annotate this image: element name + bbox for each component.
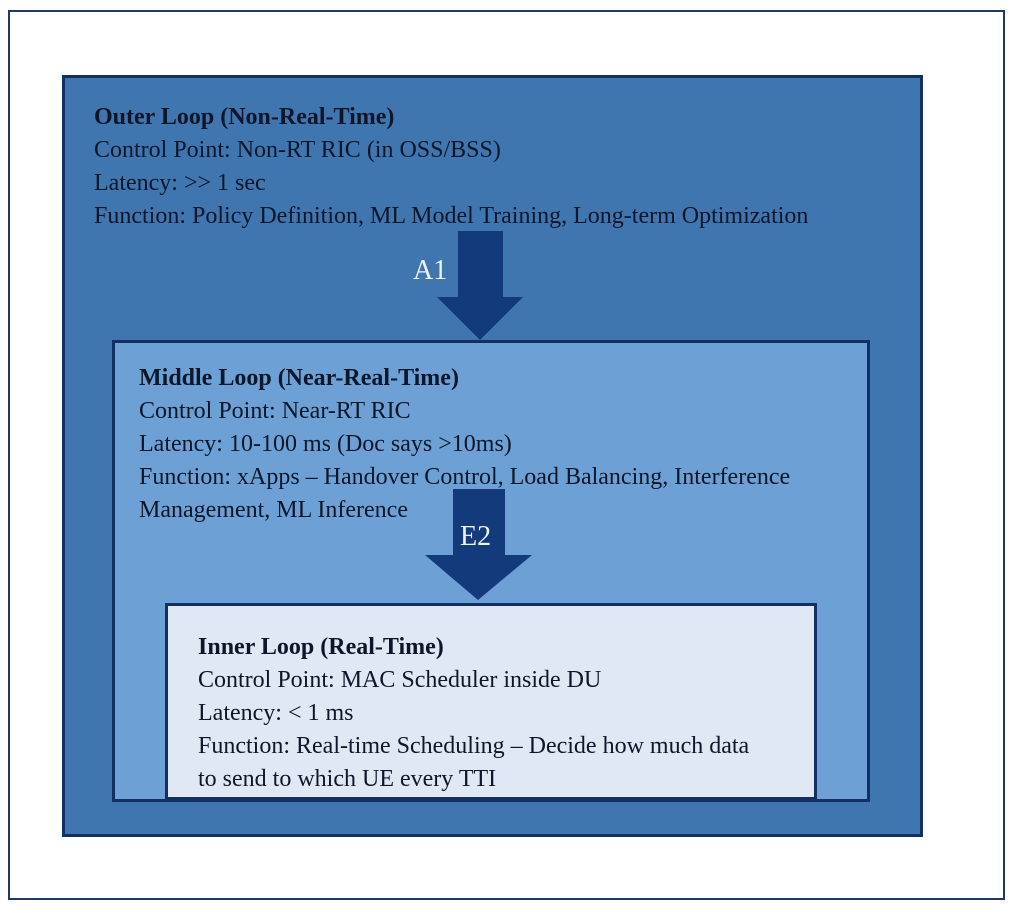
outer-loop-control-point: Control Point: Non-RT RIC (in OSS/BSS) xyxy=(94,137,501,163)
e2-down-arrow-icon xyxy=(425,489,532,600)
inner-loop-latency: Latency: < 1 ms xyxy=(198,700,354,726)
a1-down-arrow-icon xyxy=(437,231,523,340)
a1-arrow-label: A1 xyxy=(413,255,448,286)
page-frame xyxy=(8,10,1005,900)
outer-loop-title: Outer Loop (Non-Real-Time) xyxy=(94,104,395,130)
middle-loop-function-line2: Management, ML Inference xyxy=(139,497,408,523)
middle-loop-latency: Latency: 10-100 ms (Doc says >10ms) xyxy=(139,431,512,457)
inner-loop-control-point: Control Point: MAC Scheduler inside DU xyxy=(198,667,602,693)
middle-loop-function-line1: Function: xApps – Handover Control, Load… xyxy=(139,464,791,490)
middle-loop-title: Middle Loop (Near-Real-Time) xyxy=(139,365,459,391)
outer-loop-function: Function: Policy Definition, ML Model Tr… xyxy=(94,203,809,229)
outer-loop-latency: Latency: >> 1 sec xyxy=(94,170,266,196)
inner-loop-box: Inner Loop (Real-Time) Control Point: MA… xyxy=(165,603,817,800)
inner-loop-title: Inner Loop (Real-Time) xyxy=(198,634,444,660)
e2-arrow-label: E2 xyxy=(460,521,492,552)
middle-loop-control-point: Control Point: Near-RT RIC xyxy=(139,398,411,424)
inner-loop-function-line2: to send to which UE every TTI xyxy=(198,766,497,792)
inner-loop-function-line1: Function: Real-time Scheduling – Decide … xyxy=(198,733,750,759)
